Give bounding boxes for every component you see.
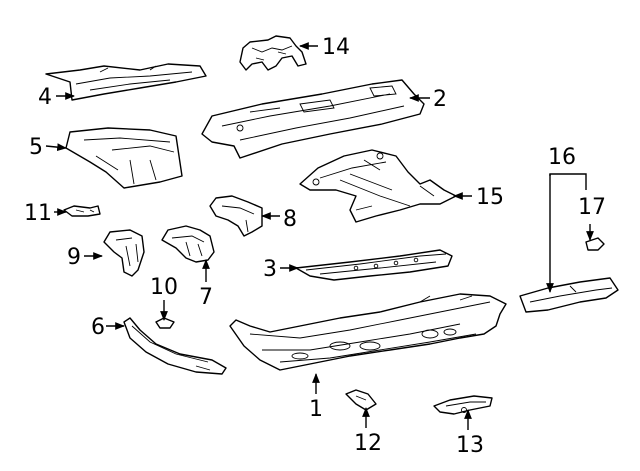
part-9-bracket (103, 229, 145, 277)
callout-6: 6 (91, 315, 105, 340)
part-12-bracket (345, 389, 377, 411)
callout-2: 2 (433, 87, 447, 112)
part-1-floor-pan (229, 293, 507, 371)
part-2-dash-panel (201, 79, 425, 159)
part-6-rail (123, 317, 227, 375)
part-17-bracket (585, 237, 605, 251)
callout-1: 1 (309, 397, 323, 422)
callout-16: 16 (548, 145, 576, 170)
part-3-rail (295, 249, 453, 281)
part-16-side-member (519, 277, 619, 313)
callout-4: 4 (38, 85, 52, 110)
callout-12: 12 (354, 431, 382, 456)
callout-11: 11 (24, 201, 52, 226)
part-15-crossmember (299, 149, 457, 223)
callout-17: 17 (578, 195, 606, 220)
callout-8: 8 (283, 207, 297, 232)
leader-5 (45, 143, 67, 152)
callout-13: 13 (456, 433, 484, 458)
callouts: 1 2 3 4 5 6 7 8 9 10 11 12 13 14 15 16 1… (24, 35, 606, 458)
part-5-side-panel (65, 127, 183, 189)
callout-9: 9 (67, 245, 81, 270)
part-8-bracket (209, 195, 263, 237)
part-11-clip (63, 205, 101, 217)
callout-10: 10 (150, 275, 178, 300)
part-7-bracket (161, 225, 215, 263)
leader-lines (45, 42, 594, 430)
part-10-clip (155, 317, 175, 329)
part-13-brace (433, 395, 493, 415)
part-4-panel (45, 63, 207, 101)
callout-14: 14 (322, 35, 350, 60)
part-14-bracket (239, 35, 307, 71)
callout-15: 15 (476, 185, 504, 210)
callout-3: 3 (263, 257, 277, 282)
callout-5: 5 (29, 135, 43, 160)
leader-16-bracket (549, 173, 587, 190)
callout-7: 7 (199, 285, 213, 310)
